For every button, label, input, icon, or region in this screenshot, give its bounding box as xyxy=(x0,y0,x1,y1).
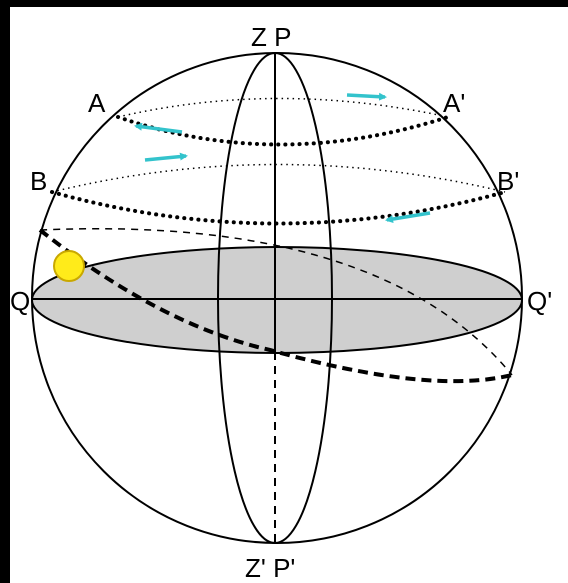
equator-front-dashed xyxy=(38,228,513,384)
motion-arrow-icon xyxy=(385,211,431,223)
diagram-panel: Z P Z' P' A A' B B' Q Q' xyxy=(10,7,568,583)
celestial-sphere-diagram: Z P Z' P' A A' B B' Q Q' xyxy=(10,7,568,583)
label-point-b-prime: B' xyxy=(497,166,519,196)
equator-back-dashed xyxy=(39,227,513,376)
label-zenith-pole: Z P xyxy=(251,22,291,52)
label-nadir-pole: Z' P' xyxy=(245,553,295,583)
sun-disc-icon xyxy=(53,250,85,282)
parallel-b-front xyxy=(50,190,507,226)
parallel-a-back xyxy=(117,97,449,118)
motion-arrow-icon xyxy=(134,122,183,134)
label-point-a-prime: A' xyxy=(443,88,465,118)
label-point-q: Q xyxy=(10,286,30,316)
motion-arrow-icon xyxy=(346,92,387,101)
label-point-q-prime: Q' xyxy=(527,286,552,316)
label-point-b: B xyxy=(30,166,47,196)
label-point-a: A xyxy=(88,88,106,118)
motion-arrows xyxy=(134,92,431,223)
motion-arrow-icon xyxy=(144,152,188,162)
